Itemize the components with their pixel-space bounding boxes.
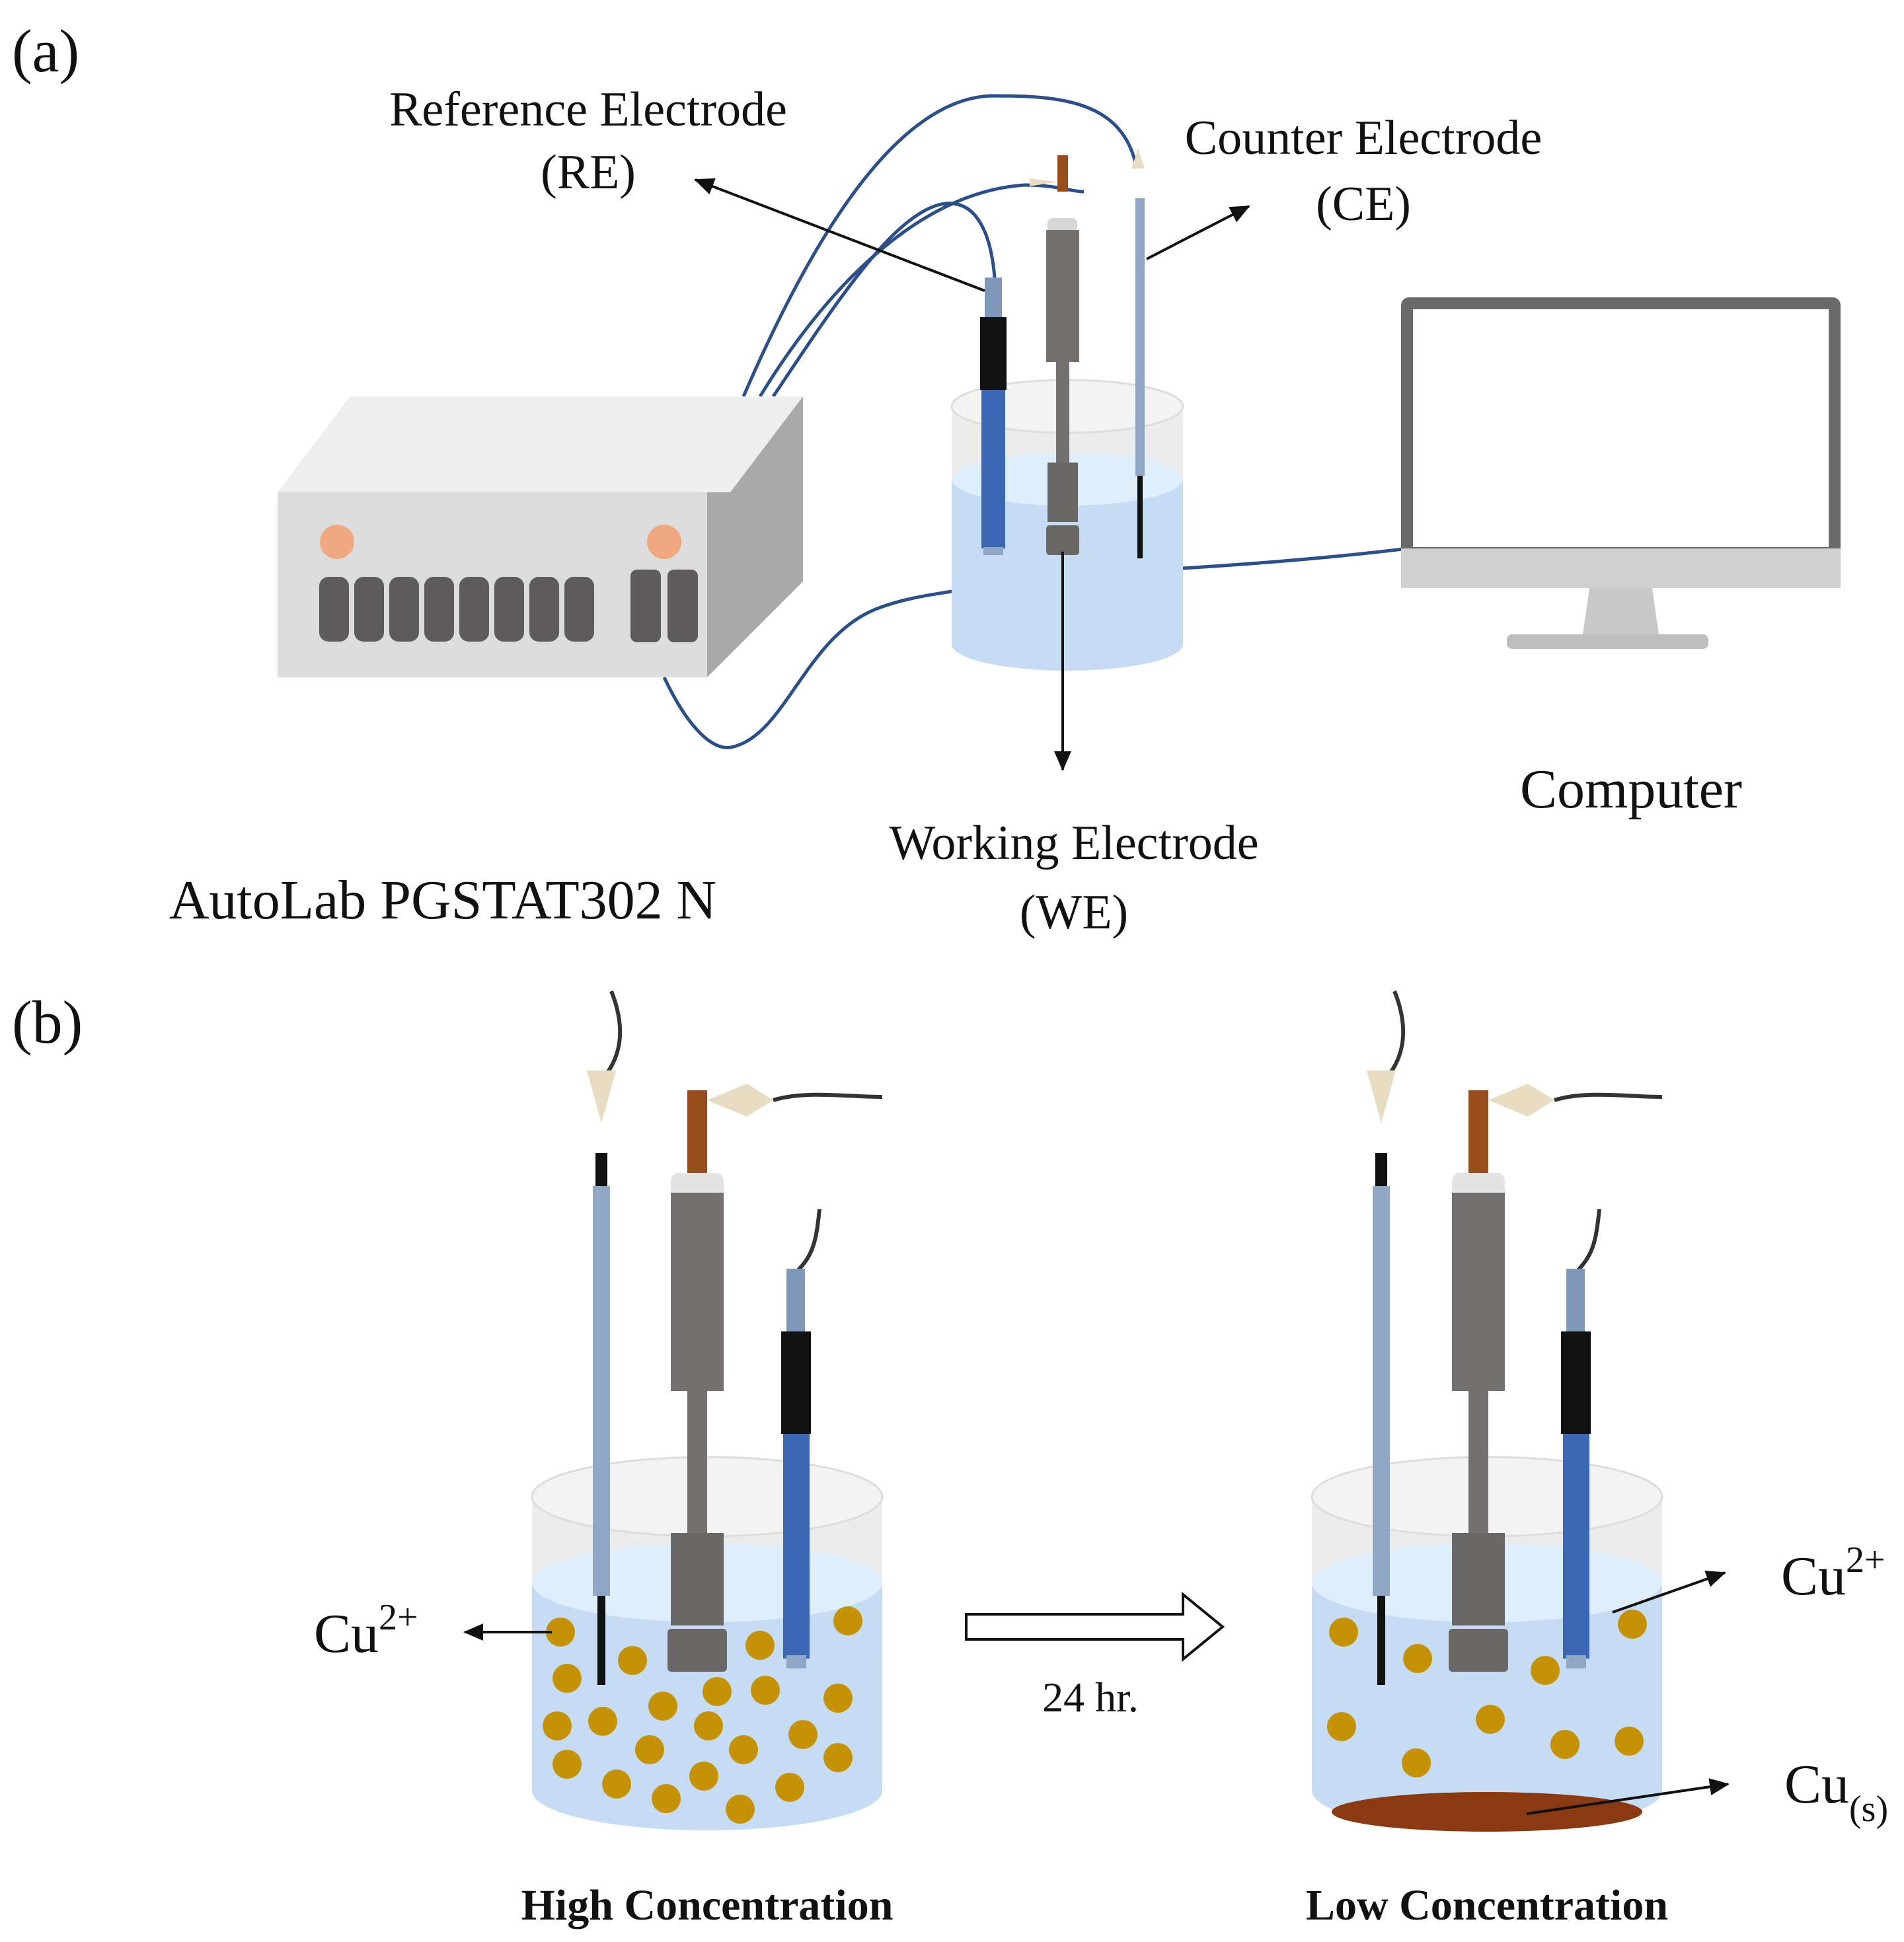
- label-counter-electrode-abbr: (CE): [1316, 177, 1411, 231]
- label-ion-right-charge: 2+: [1846, 1540, 1885, 1581]
- potentiostat-side: [707, 396, 803, 677]
- process-arrow: [965, 1591, 1225, 1662]
- wire-bottom-loop: [662, 589, 952, 749]
- wire-reference: [771, 202, 997, 398]
- label-ion-left-base: Cu: [314, 1603, 379, 1664]
- label-low-concentration: Low Concentration: [1306, 1881, 1668, 1929]
- cell-low: [1311, 990, 1663, 1832]
- potentiostat-top: [278, 396, 803, 492]
- label-high-concentration: High Concentration: [521, 1881, 894, 1929]
- label-working-electrode: Working Electrode: [889, 816, 1258, 870]
- cell-low-reference-electrode: [1561, 1209, 1601, 1668]
- cell-high-working-electrode: [667, 1084, 883, 1672]
- potentiostat-buttons: [319, 570, 698, 642]
- label-reference-electrode-abbr: (RE): [541, 145, 636, 200]
- arrow-ion-right: [1612, 1571, 1726, 1614]
- label-reference-electrode: Reference Electrode: [389, 83, 787, 137]
- cell-high-reference-electrode: [781, 1209, 821, 1668]
- label-deposit: Cu(s): [1784, 1754, 1888, 1830]
- cell-high-counter-electrode: [587, 990, 623, 1685]
- potentiostat-led-right: [647, 525, 681, 559]
- wire-working: [758, 183, 1085, 398]
- cell-low-counter-electrode: [1367, 990, 1406, 1685]
- label-ion-right-base: Cu: [1781, 1546, 1846, 1607]
- label-potentiostat: AutoLab PGSTAT302 N: [169, 870, 717, 931]
- cell-low-copper-deposit: [1332, 1792, 1642, 1832]
- panel-b-label: (b): [12, 989, 83, 1056]
- label-working-electrode-abbr: (WE): [1020, 885, 1128, 940]
- cell-a: [950, 149, 1184, 671]
- cell-a-solution: [952, 479, 1183, 671]
- label-deposit-phase: (s): [1849, 1789, 1888, 1830]
- label-ion-left: Cu2+: [314, 1597, 418, 1664]
- wire-to-computer: [1182, 546, 1408, 570]
- cell-a-working-electrode: [1030, 155, 1079, 555]
- cell-low-working-electrode: [1449, 1084, 1663, 1672]
- label-ion-left-charge: 2+: [379, 1597, 418, 1638]
- arrow-counter-electrode: [1146, 205, 1250, 260]
- computer-icon: [1401, 297, 1841, 649]
- wire-counter: [742, 94, 1139, 397]
- potentiostat-led-left: [320, 525, 354, 559]
- potentiostat: [278, 396, 803, 677]
- cell-a-reference-electrode: [980, 278, 1007, 555]
- label-deposit-base: Cu: [1784, 1754, 1849, 1815]
- computer-screen: [1413, 309, 1829, 547]
- arrow-reference-electrode: [694, 178, 985, 292]
- cell-a-counter-electrode: [1131, 149, 1145, 558]
- cell-high-copper-ions: [543, 1606, 862, 1824]
- label-counter-electrode: Counter Electrode: [1185, 111, 1542, 165]
- cell-high: [531, 990, 884, 1830]
- label-ion-right: Cu2+: [1781, 1540, 1885, 1607]
- label-computer: Computer: [1520, 759, 1742, 820]
- panel-a-label: (a): [12, 17, 79, 85]
- arrow-deposit: [1526, 1778, 1730, 1815]
- label-time: 24 hr.: [1042, 1674, 1139, 1721]
- cell-low-copper-ions: [1327, 1610, 1647, 1777]
